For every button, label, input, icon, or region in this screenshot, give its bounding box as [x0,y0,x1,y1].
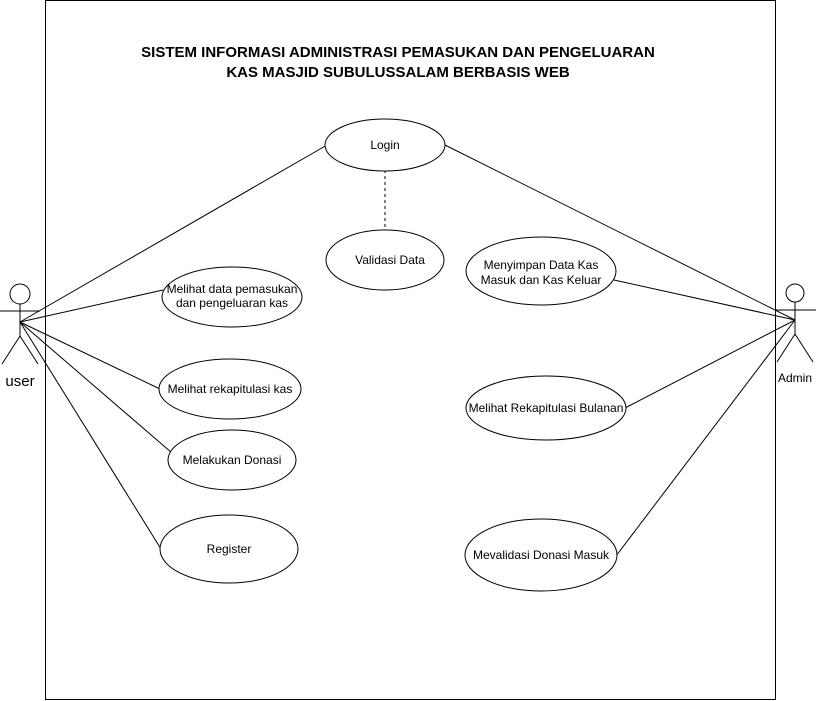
actor-head [785,283,805,303]
use-case-melihat-data: Melihat data pemasukan dan pengeluaran k… [161,266,303,328]
admin-associations [444,144,796,557]
use-case-ellipse [465,375,627,441]
use-case-label: Register [207,542,252,556]
diagram-title-line-2: KAS MASJID SUBULUSSALAM BERBASIS WEB [226,64,570,81]
use-case-ellipse [464,518,618,592]
actor-user [0,283,40,365]
actor-leg-right [19,335,39,365]
actor-leg-right [794,333,814,363]
use-case-donasi: Melakukan Donasi [167,429,297,491]
use-case-ellipse [465,236,617,306]
association-user-donasi [19,321,173,454]
use-case-label: dan pengeluaran kas [176,296,288,310]
use-case-label: Menyimpan Data Kas [484,258,599,272]
association-user-register [19,321,162,550]
actor-head [9,283,31,305]
use-case-ellipse [325,229,445,291]
diagram-title-line-1: SISTEM INFORMASI ADMINISTRASI PEMASUKAN … [141,44,655,61]
use-case-ellipse [158,358,302,420]
actor-user-label: user [5,373,34,390]
association-user-rekap-kas [19,321,161,390]
use-case-menyimpan: Menyimpan Data Kas Masuk dan Kas Keluar [465,236,617,306]
use-case-login: Login [324,118,446,172]
use-case-label: Masuk dan Kas Keluar [481,273,602,287]
use-case-ellipse [167,429,297,491]
use-case-label: Validasi Data [355,253,425,267]
use-case-ellipse [159,514,299,584]
use-case-label: Melihat rekapitulasi kas [168,382,293,396]
association-user-login [19,144,328,323]
actor-admin-label: Admin [778,371,812,385]
use-case-validasi-data: Validasi Data [325,229,445,291]
use-case-label: Mevalidasi Donasi Masuk [473,548,610,562]
association-admin-login [444,144,796,321]
association-admin-rekap-bulanan [624,319,796,409]
use-case-ellipse [161,266,303,328]
user-associations [19,144,328,550]
association-admin-menyimpan [613,279,796,321]
use-case-mevalidasi: Mevalidasi Donasi Masuk [464,518,618,592]
use-case-label: Melakukan Donasi [183,453,282,467]
use-case-label: Login [370,138,399,152]
use-case-rekap-bulanan: Melihat Rekapitulasi Bulanan [465,375,627,441]
use-case-register: Register [159,514,299,584]
use-case-label: Melihat data pemasukan [167,282,298,296]
use-case-ellipse [324,118,446,172]
association-admin-mevalidasi [615,319,796,557]
system-boundary [45,0,776,700]
association-user-melihat-data [19,289,164,323]
actor-leg-left [776,333,796,363]
actor-leg-left [1,335,21,365]
actor-admin [775,283,816,363]
use-case-label: Melihat Rekapitulasi Bulanan [469,401,624,415]
use-case-rekap-kas: Melihat rekapitulasi kas [158,358,302,420]
